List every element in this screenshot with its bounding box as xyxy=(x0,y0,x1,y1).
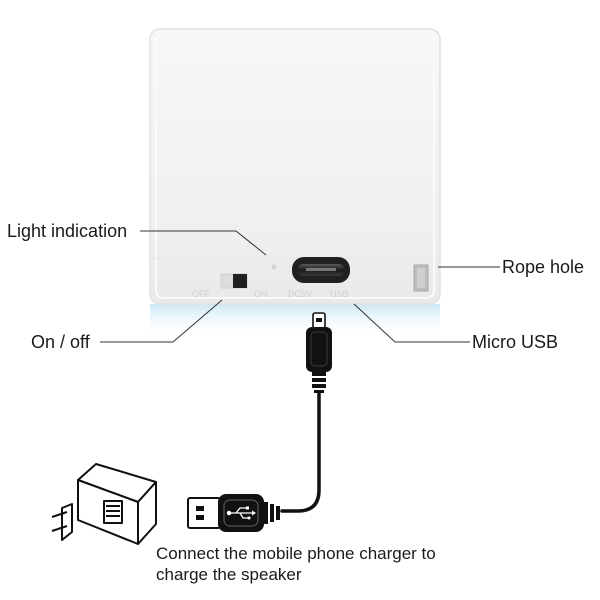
wall-adapter-icon xyxy=(51,463,157,545)
label-light-indication: Light indication xyxy=(7,221,128,241)
leader-on-off xyxy=(100,299,223,343)
leader-micro-usb xyxy=(353,303,470,343)
label-on-off: On / off xyxy=(31,332,90,352)
base-glow xyxy=(150,304,440,338)
indicator-light xyxy=(271,264,277,270)
marking-on: ON xyxy=(254,289,268,299)
label-rope-hole: Rope hole xyxy=(502,257,585,277)
micro-usb-port xyxy=(292,257,350,283)
caption-line-1: Connect the mobile phone charger to xyxy=(156,544,436,563)
rope-hole xyxy=(413,264,429,292)
charging-caption: Connect the mobile phone charger to char… xyxy=(156,543,576,585)
usb-icon xyxy=(226,506,256,520)
power-switch xyxy=(220,273,248,289)
label-micro-usb: Micro USB xyxy=(472,332,559,352)
marking-off: OFF xyxy=(192,289,210,299)
leader-light-indication xyxy=(140,230,267,256)
usb-cable xyxy=(280,391,321,513)
caption-line-2: charge the speaker xyxy=(156,565,302,584)
marking-dc5v: DC5V xyxy=(288,289,312,299)
marking-usb: USB xyxy=(330,289,349,299)
speaker-body xyxy=(149,28,441,305)
